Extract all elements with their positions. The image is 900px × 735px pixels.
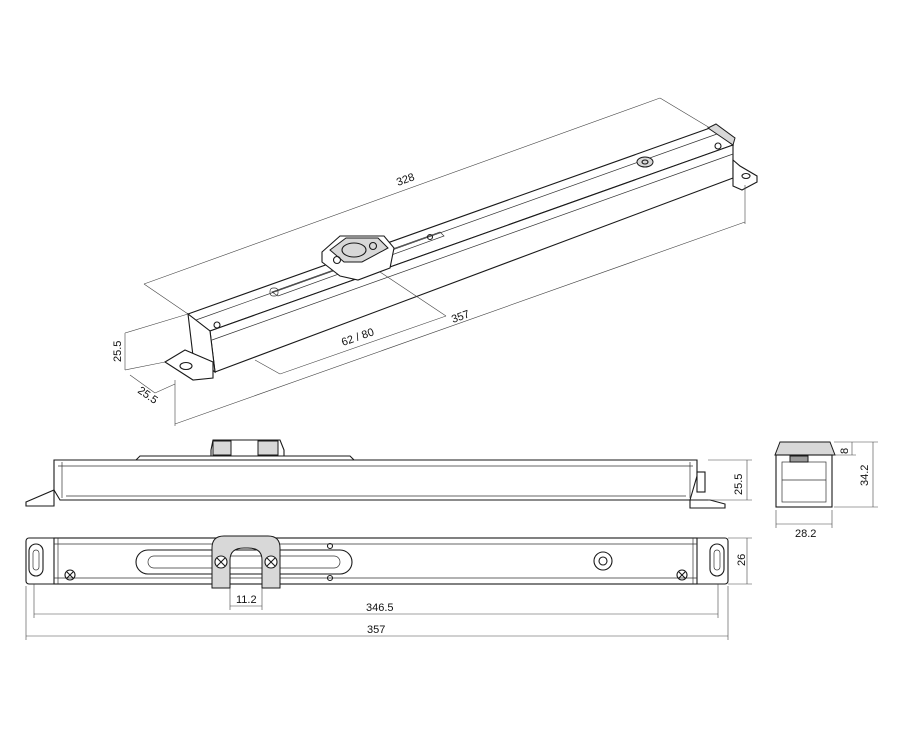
plan-long-slot [135,549,353,575]
plan-carriage-screw-left-icon [214,555,228,569]
iso-front-edge-line [211,153,734,341]
iso-screw-left-end-icon [213,321,221,329]
front-view: 25.5 [25,439,752,509]
side-body [775,454,833,508]
plan-view: 26 11.2 346.5 357 [25,535,752,640]
dim-line-depth-iso [129,374,156,394]
plan-dim-label-357: 357 [367,624,385,636]
iso-left-foot-hole [179,361,193,371]
plan-hole-top [326,542,334,550]
iso-right-foot-hole [741,172,751,180]
dim-line-328 [143,97,661,285]
front-plate [134,455,356,461]
iso-slot-end [269,287,279,297]
plan-round-button [593,551,613,571]
iso-screw-left-icon [332,255,342,265]
front-carriage-right [257,440,279,456]
iso-top-edge-line [195,133,718,321]
plan-rail [53,537,698,585]
front-right-boss [696,471,706,493]
dim-ext-height-a [124,313,189,334]
side-view: 8 34.2 28.2 [774,441,878,540]
front-dim-label: 25.5 [733,474,745,495]
side-dim-label-34: 34.2 [859,465,871,486]
front-carriage-left [212,440,232,456]
plan-carriage [211,535,281,589]
side-slot [789,455,809,463]
iso-carriage-top [329,237,389,263]
plan-screw-right-icon [676,569,688,581]
dim-ext-stroke [379,271,447,317]
iso-round-button-center [641,159,649,165]
plan-dim-label-346: 346.5 [366,602,394,614]
plan-long-slot-inner [147,555,341,569]
iso-bar-front-face [209,144,734,373]
plan-screw-left-icon [64,569,76,581]
dim-label-depth-iso: 25.5 [135,385,159,407]
side-dim-label-8: 8 [839,448,851,454]
iso-left-foot [163,349,214,381]
iso-bar-left-end [187,312,216,374]
dim-ext-stroke-b [254,359,281,375]
plan-dim-label-26: 26 [736,554,748,566]
iso-right-end-cap [707,123,736,146]
iso-round-button [636,156,654,168]
plan-round-button-center [598,556,608,566]
dim-line-stroke [279,315,447,375]
plan-carriage-screw-right-icon [264,555,278,569]
isometric-view [163,123,758,381]
iso-screw-right-end-icon [714,142,722,150]
dim-line-357-iso [174,221,746,425]
plan-dim-label-slot: 11.2 [236,594,257,606]
front-left-flange [25,489,55,507]
plan-right-slot [709,543,725,577]
dim-ext-328-a [143,283,189,315]
dim-label-357-iso: 357 [450,308,471,325]
iso-screw-right-icon [368,241,378,251]
plan-right-slot-inner [713,549,721,571]
side-cap [774,441,836,456]
iso-hole-1 [426,233,434,241]
iso-carriage-hole [341,242,367,258]
dim-label-stroke: 62 / 80 [340,326,376,349]
dim-label-height-iso: 25.5 [112,341,124,362]
front-right-flange [689,499,726,509]
side-dim-label-width: 28.2 [795,528,816,540]
iso-right-foot [732,158,758,191]
dim-label-328: 328 [395,171,416,189]
dim-ext-328-b [659,97,711,129]
dim-ext-depth [154,383,176,394]
plan-left-slot-inner [32,549,40,571]
plan-hole-bottom [326,574,334,582]
plan-left-slot [28,543,44,577]
dim-ext-height-b [124,361,166,371]
